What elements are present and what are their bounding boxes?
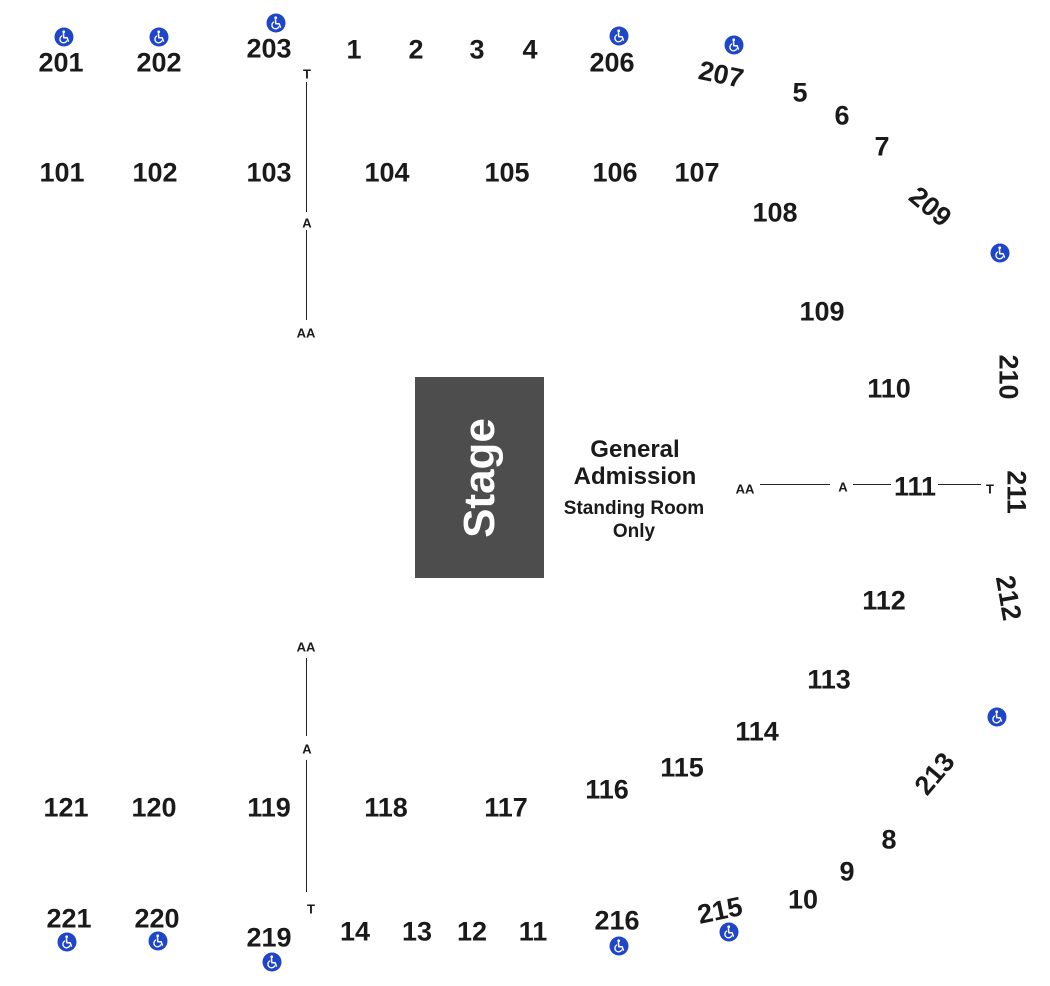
wheelchair-accessible-icon[interactable] — [719, 922, 739, 942]
section-206[interactable]: 206 — [589, 47, 635, 78]
section-112[interactable]: 112 — [862, 585, 906, 616]
section-9[interactable]: 9 — [839, 856, 855, 887]
section-1[interactable]: 1 — [346, 34, 362, 65]
wheelchair-accessible-icon[interactable] — [266, 13, 286, 33]
wheelchair-accessible-icon[interactable] — [262, 952, 282, 972]
section-13[interactable]: 13 — [401, 916, 433, 947]
row-indicator-line — [760, 484, 830, 485]
row-indicator-line — [306, 658, 307, 736]
section-12[interactable]: 12 — [456, 916, 488, 947]
section-6[interactable]: 6 — [834, 100, 850, 131]
section-104[interactable]: 104 — [364, 157, 410, 188]
section-3[interactable]: 3 — [469, 34, 485, 65]
section-2[interactable]: 2 — [408, 34, 424, 65]
row-label-aa: AA — [296, 325, 316, 341]
row-indicator-line — [306, 82, 307, 212]
section-213[interactable]: 213 — [908, 746, 961, 801]
wheelchair-accessible-icon[interactable] — [609, 936, 629, 956]
section-220[interactable]: 220 — [134, 903, 180, 934]
row-label-aa: AA — [735, 481, 755, 497]
section-118[interactable]: 118 — [364, 792, 408, 823]
section-210[interactable]: 210 — [993, 354, 1024, 400]
section-202[interactable]: 202 — [136, 47, 182, 78]
section-111[interactable]: 111 — [893, 471, 937, 502]
wheelchair-accessible-icon[interactable] — [724, 35, 744, 55]
section-107[interactable]: 107 — [674, 157, 720, 188]
section-113[interactable]: 113 — [807, 664, 851, 695]
row-label-t: T — [307, 901, 315, 917]
wheelchair-accessible-icon[interactable] — [149, 27, 169, 47]
ga-sub-line1: Standing Room — [563, 498, 705, 519]
section-120[interactable]: 120 — [131, 792, 177, 823]
section-7[interactable]: 7 — [874, 131, 890, 162]
ga-title-line1: General — [590, 436, 680, 463]
section-121[interactable]: 121 — [43, 792, 89, 823]
section-109[interactable]: 109 — [799, 296, 845, 327]
general-admission-subtitle: Standing Room Only — [564, 497, 704, 543]
section-117[interactable]: 117 — [484, 792, 528, 823]
section-5[interactable]: 5 — [792, 77, 808, 108]
section-216[interactable]: 216 — [594, 905, 640, 936]
section-8[interactable]: 8 — [881, 824, 897, 855]
section-119[interactable]: 119 — [247, 792, 291, 823]
section-212[interactable]: 212 — [989, 573, 1028, 623]
section-14[interactable]: 14 — [339, 916, 371, 947]
row-indicator-line — [938, 484, 981, 485]
row-label-a: A — [302, 741, 312, 757]
row-label-a: A — [838, 479, 848, 495]
ga-title-line2: Admission — [573, 463, 697, 490]
row-indicator-line — [306, 230, 307, 320]
section-110[interactable]: 110 — [867, 373, 911, 404]
section-106[interactable]: 106 — [592, 157, 638, 188]
section-108[interactable]: 108 — [752, 197, 798, 228]
section-102[interactable]: 102 — [132, 157, 178, 188]
section-219[interactable]: 219 — [246, 922, 292, 953]
row-label-t: T — [303, 66, 311, 82]
wheelchair-accessible-icon[interactable] — [57, 932, 77, 952]
section-114[interactable]: 114 — [735, 716, 779, 747]
section-221[interactable]: 221 — [46, 903, 92, 934]
wheelchair-accessible-icon[interactable] — [609, 26, 629, 46]
general-admission-title[interactable]: General Admission — [574, 436, 697, 490]
section-211[interactable]: 211 — [1001, 470, 1032, 514]
wheelchair-accessible-icon[interactable] — [54, 27, 74, 47]
row-label-aa: AA — [296, 639, 316, 655]
section-207[interactable]: 207 — [695, 55, 747, 94]
row-label-t: T — [986, 481, 994, 497]
section-116[interactable]: 116 — [585, 774, 629, 805]
wheelchair-accessible-icon[interactable] — [148, 931, 168, 951]
row-label-a: A — [302, 215, 312, 231]
section-105[interactable]: 105 — [484, 157, 530, 188]
ga-sub-line2: Only — [612, 521, 656, 542]
row-indicator-line — [306, 760, 307, 892]
stage-label: Stage — [454, 417, 504, 538]
section-115[interactable]: 115 — [660, 752, 704, 783]
section-103[interactable]: 103 — [246, 157, 292, 188]
wheelchair-accessible-icon[interactable] — [990, 243, 1010, 263]
wheelchair-accessible-icon[interactable] — [987, 707, 1007, 727]
section-203[interactable]: 203 — [246, 33, 292, 64]
section-4[interactable]: 4 — [522, 34, 538, 65]
section-11[interactable]: 11 — [518, 916, 548, 947]
section-10[interactable]: 10 — [787, 884, 819, 915]
section-201[interactable]: 201 — [38, 47, 84, 78]
section-209[interactable]: 209 — [903, 180, 958, 233]
section-101[interactable]: 101 — [39, 157, 85, 188]
stage: Stage — [415, 377, 544, 578]
row-indicator-line — [853, 484, 891, 485]
